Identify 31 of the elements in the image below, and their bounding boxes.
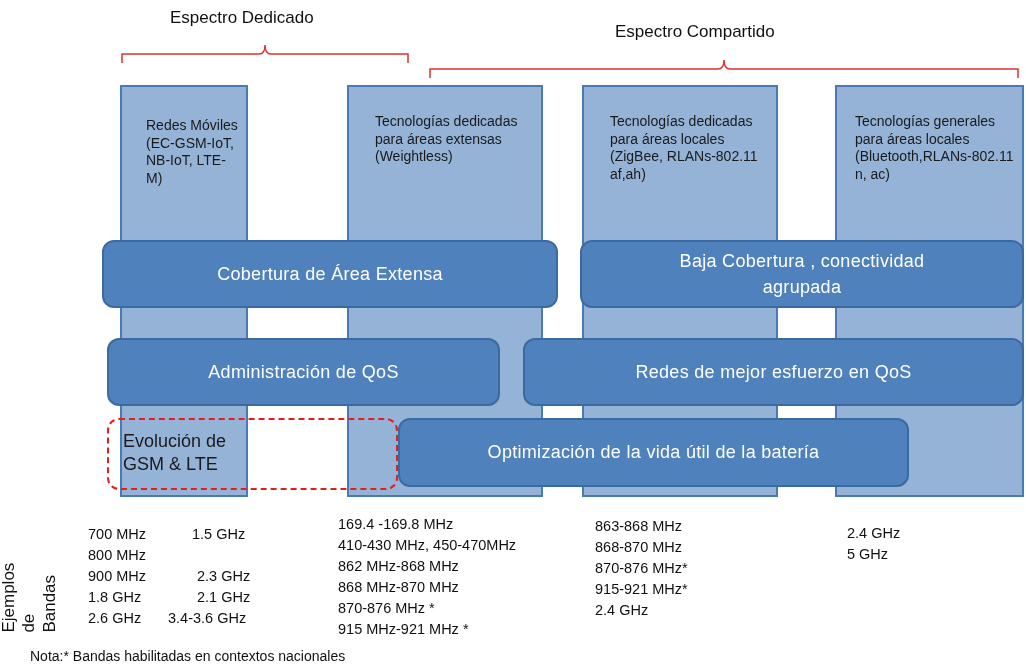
group-heading: Espectro Dedicado — [170, 8, 314, 28]
group-heading: Espectro Compartido — [615, 22, 775, 42]
frequency-band-text: 868 MHz-870 MHz — [338, 579, 459, 595]
frequency-band-text: 1.5 GHz — [192, 526, 246, 542]
frequency-band-text: 700 MHz — [88, 526, 147, 542]
frequency-band-text: 410-430 MHz, 450-470MHz — [338, 537, 517, 553]
category-band: Redes de mejor esfuerzo en QoS — [523, 338, 1024, 406]
category-band: Cobertura de Área Extensa — [102, 240, 558, 308]
category-band: Optimización de la vida útil de la batería — [398, 418, 909, 487]
frequency-band-text: 2.3 GHz — [197, 568, 251, 584]
frequency-band-text: 915-921 MHz* — [595, 581, 688, 597]
frequency-band-text: 3.4-3.6 GHz — [168, 610, 247, 626]
category-band: Administración de QoS — [107, 338, 500, 406]
category-band: Baja Cobertura , conectividad agrupada — [580, 240, 1024, 308]
frequency-band-text: 863-868 MHz — [595, 518, 683, 534]
frequency-band-text: 2.1 GHz — [197, 589, 251, 605]
frequency-band-text: 868-870 MHz — [595, 539, 683, 555]
frequency-band-text: 2.4 GHz — [847, 525, 901, 541]
frequency-band-text: 1.8 GHz — [88, 589, 142, 605]
frequency-band-text: 862 MHz-868 MHz — [338, 558, 459, 574]
frequency-band-text: 800 MHz — [88, 547, 147, 563]
frequency-band-text: 169.4 -169.8 MHz — [338, 516, 454, 532]
frequency-band-text: 870-876 MHz * — [338, 600, 435, 616]
frequency-band-text: 870-876 MHz* — [595, 560, 688, 576]
footnote: Nota:* Bandas habilitadas en contextos nacionales — [30, 648, 346, 664]
frequency-band-text: 915 MHz-921 MHz * — [338, 621, 469, 637]
frequency-band-text: 2.6 GHz — [88, 610, 142, 626]
frequency-band-text: 2.4 GHz — [595, 602, 649, 618]
axis-title: Ejemplos de Bandas — [0, 561, 61, 633]
frequency-band-text: 900 MHz — [88, 568, 147, 584]
frequency-band-text: 5 GHz — [847, 546, 889, 562]
